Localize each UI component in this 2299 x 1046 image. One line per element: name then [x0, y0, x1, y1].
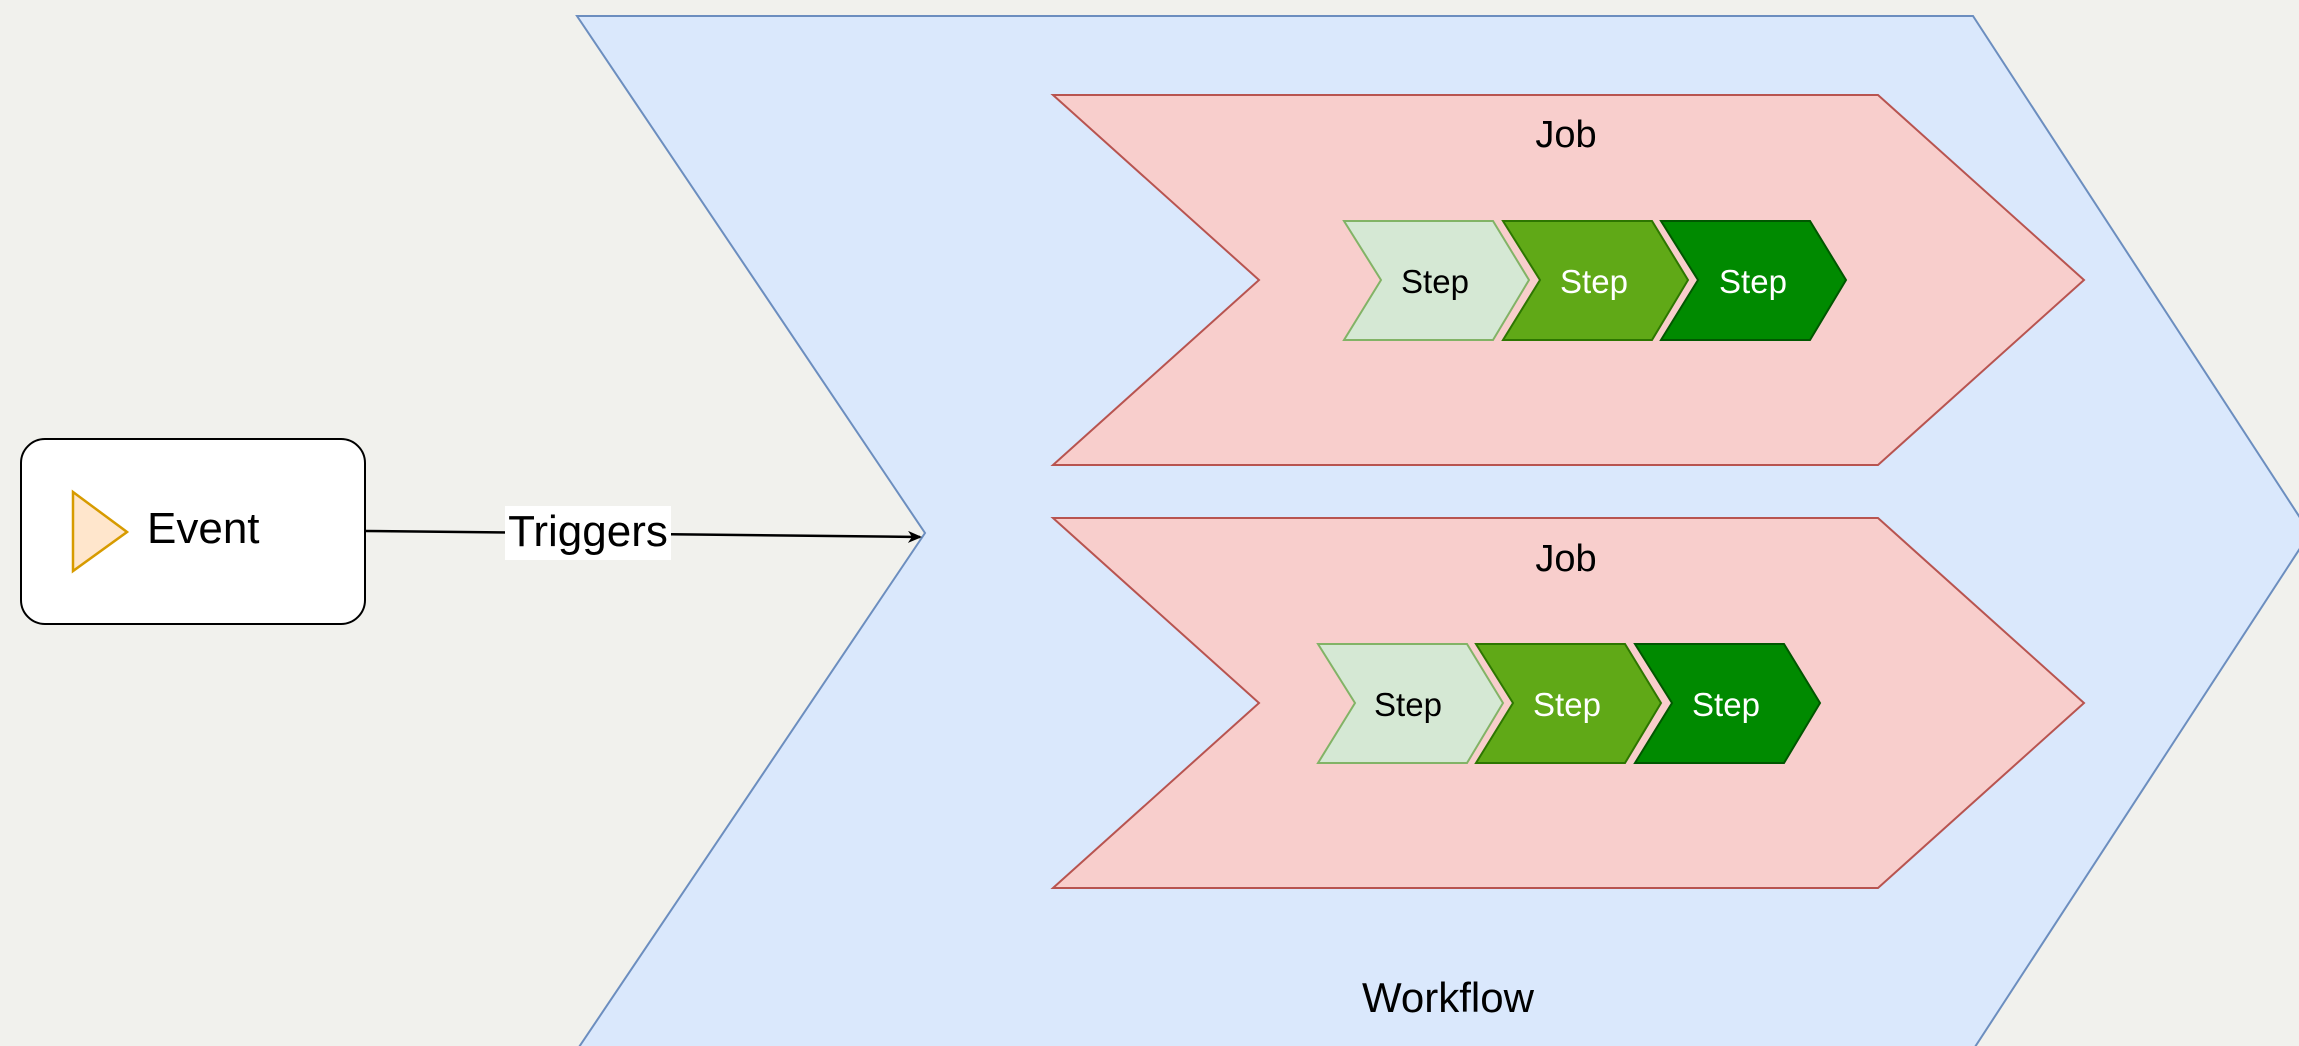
step-shape[interactable]	[1633, 643, 1822, 764]
job-1[interactable]: Job Step Step Step	[1050, 94, 2086, 466]
step-shape[interactable]	[1501, 220, 1690, 341]
job-2-step-2[interactable]: Step	[1474, 643, 1663, 764]
job-2[interactable]: Job Step Step Step	[1050, 517, 2086, 889]
step-shape[interactable]	[1659, 220, 1848, 341]
job-1-step-3[interactable]: Step	[1659, 220, 1848, 341]
job-1-step-2[interactable]: Step	[1501, 220, 1690, 341]
job-2-step-3[interactable]: Step	[1633, 643, 1822, 764]
workflow-label: Workflow	[1362, 974, 1535, 1021]
trigger-label-background	[505, 506, 671, 560]
event-box[interactable]	[20, 438, 366, 625]
step-shape[interactable]	[1316, 643, 1505, 764]
trigger-edge[interactable]: Triggers	[365, 506, 922, 560]
job-label: Job	[1535, 538, 1596, 580]
step-label: Step	[1692, 686, 1760, 723]
job-label: Job	[1535, 114, 1596, 156]
step-shape[interactable]	[1342, 220, 1531, 341]
step-label: Step	[1374, 686, 1442, 723]
step-shape[interactable]	[1474, 643, 1663, 764]
job-1-step-1[interactable]: Step	[1342, 220, 1531, 341]
step-label: Step	[1401, 263, 1469, 300]
event-label: Event	[147, 504, 260, 553]
trigger-label: Triggers	[508, 507, 668, 556]
step-label: Step	[1560, 263, 1628, 300]
play-triangle-icon	[71, 489, 130, 574]
event-node[interactable]: Event	[20, 438, 366, 625]
job-2-step-1[interactable]: Step	[1316, 643, 1505, 764]
step-label: Step	[1719, 263, 1787, 300]
step-label: Step	[1533, 686, 1601, 723]
